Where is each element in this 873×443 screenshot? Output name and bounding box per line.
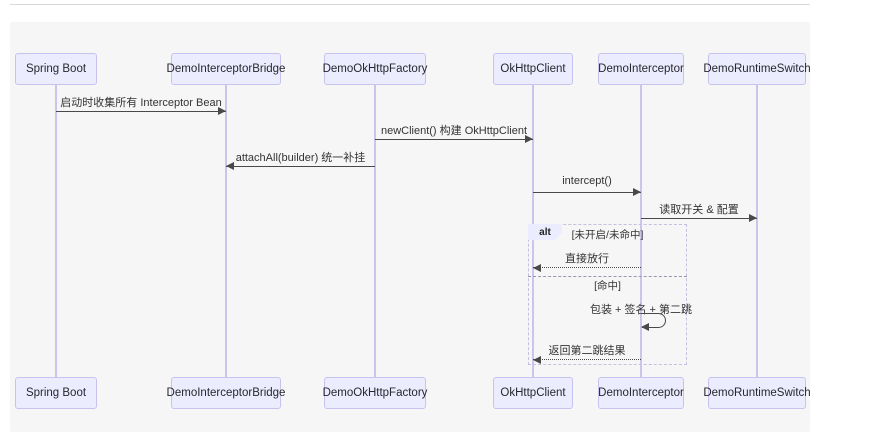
- arrowhead-icon: [525, 135, 533, 143]
- lifeline-demo-interceptor-bridge: [225, 85, 227, 377]
- alt-fragment: [528, 224, 687, 365]
- alt-guard-not-enabled: [未开启/未命中]: [571, 229, 644, 241]
- participant-demo-okhttp-factory-bottom: DemoOkHttpFactory: [323, 377, 427, 409]
- message-label-new-client: newClient() 构建 OkHttpClient: [380, 125, 528, 137]
- message-arrow-read-switch: [641, 218, 757, 219]
- message-arrow-collect-beans: [56, 111, 226, 112]
- lifeline-demo-okhttp-factory: [374, 85, 376, 377]
- participant-demo-okhttp-factory-top: DemoOkHttpFactory: [323, 53, 427, 85]
- arrowhead-icon: [749, 214, 757, 222]
- self-loop-arrow: [642, 313, 666, 328]
- lifeline-demo-interceptor: [640, 85, 642, 377]
- message-label-return-result: 返回第二跳结果: [548, 345, 626, 357]
- lifeline-demo-runtime-switch: [756, 85, 758, 377]
- participant-spring-boot-top: Spring Boot: [15, 53, 97, 85]
- participant-demo-interceptor-bridge-bottom: DemoInterceptorBridge: [167, 377, 285, 409]
- participant-spring-boot-bottom: Spring Boot: [15, 377, 97, 409]
- message-arrow-pass-through: [533, 267, 641, 268]
- horizontal-rule: [10, 4, 810, 5]
- alt-keyword-label: alt: [528, 224, 562, 240]
- lifeline-spring-boot: [55, 85, 57, 377]
- participant-demo-runtime-switch-bottom: DemoRuntimeSwitch: [703, 377, 811, 409]
- arrowhead-icon: [633, 188, 641, 196]
- message-label-collect-beans: 启动时收集所有 Interceptor Bean: [60, 97, 222, 109]
- participant-okhttpclient-top: OkHttpClient: [493, 53, 573, 85]
- message-label-intercept: intercept(): [562, 175, 612, 187]
- participant-demo-runtime-switch-top: DemoRuntimeSwitch: [703, 53, 811, 85]
- message-label-read-switch: 读取开关 & 配置: [659, 204, 739, 216]
- message-label-wrap-sign: 包装 + 签名 + 第二跳: [589, 304, 693, 316]
- arrowhead-icon: [218, 107, 226, 115]
- alt-branch-divider: [528, 276, 687, 277]
- participant-demo-interceptor-bridge-top: DemoInterceptorBridge: [167, 53, 285, 85]
- participant-demo-interceptor-bottom: DemoInterceptor: [598, 377, 684, 409]
- arrowhead-icon: [533, 356, 541, 364]
- arrowhead-icon: [533, 264, 541, 272]
- participant-demo-interceptor-top: DemoInterceptor: [598, 53, 684, 85]
- alt-guard-hit: [命中]: [594, 280, 621, 292]
- message-arrow-return-result: [533, 359, 641, 360]
- arrowhead-icon: [226, 162, 234, 170]
- participant-okhttpclient-bottom: OkHttpClient: [493, 377, 573, 409]
- message-label-pass-through: 直接放行: [565, 253, 609, 265]
- message-arrow-intercept: [533, 192, 641, 193]
- message-arrow-new-client: [375, 139, 533, 140]
- arrowhead-icon: [641, 323, 649, 331]
- message-label-attach-all: attachAll(builder) 统一补挂: [235, 152, 366, 164]
- message-arrow-attach-all: [226, 166, 375, 167]
- diagram-canvas: [10, 22, 810, 432]
